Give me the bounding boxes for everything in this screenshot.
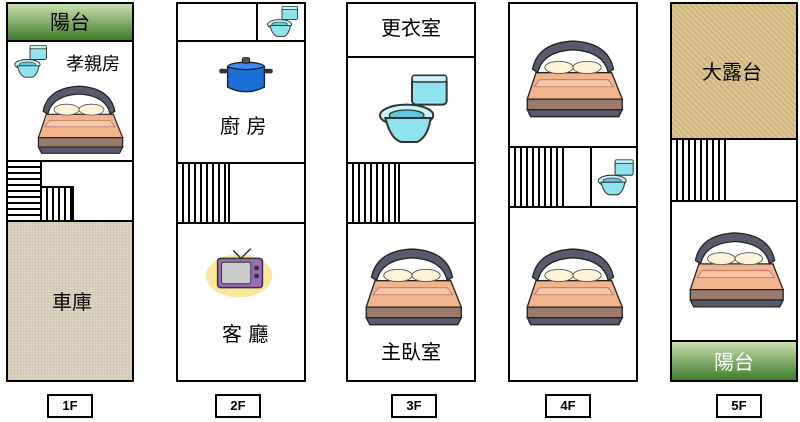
bathroom-3f [346,56,476,164]
stair-hall-1f [6,160,134,222]
cooking-pot-icon [218,54,274,100]
stairs-icon [40,186,74,222]
toilet-icon [372,70,452,150]
elder-room: 孝親房 [6,40,134,162]
stairs-icon [346,162,400,224]
bedroom-4f-rear [508,206,638,382]
master-bedroom-label: 主臥室 [381,340,441,364]
stair-hall-2f [176,162,306,224]
wall-divider [590,146,592,208]
kitchen-label: 廚 房 [220,114,267,138]
balcony-5f: 陽台 [670,340,798,382]
stair-hall-3f [346,162,476,224]
elder-room-label: 孝親房 [66,54,120,75]
bed-icon [358,242,466,330]
bed-icon [518,242,628,330]
bedroom-4f-front [508,2,638,148]
toilet-icon [262,4,302,40]
stairs-icon [176,162,230,224]
bed-icon [26,80,132,158]
living-room-label: 客 廳 [222,322,269,346]
kitchen: 廚 房 [176,40,306,164]
toilet-icon [10,43,50,81]
balcony-1f: 陽台 [6,2,134,42]
floor-tag-4f: 4F [545,394,591,418]
dressing-room-label: 更衣室 [381,16,441,40]
floor-tag-3f: 3F [391,394,437,418]
balcony-label-5f: 陽台 [714,350,754,374]
garage-label: 車庫 [52,290,92,314]
washroom-2f [176,2,306,42]
stair-hall-5f [670,138,798,202]
wall-divider [256,2,258,42]
toilet-icon [594,156,636,200]
master-bedroom: 主臥室 [346,222,476,382]
floor-tag-5f: 5F [716,394,762,418]
balcony-label-1f: 陽台 [50,10,90,34]
stairs-icon [508,146,564,208]
garage: 車庫 [6,220,134,382]
bed-icon [680,226,790,312]
floor-tag-1f: 1F [47,394,93,418]
stairs-icon [670,138,726,202]
stairs-icon [6,160,42,222]
bedroom-5f [670,200,798,342]
floor-tag-2f: 2F [215,394,261,418]
big-terrace: 大露台 [670,2,798,140]
dressing-room: 更衣室 [346,2,476,58]
stair-hall-4f [508,146,638,208]
television-icon [202,242,280,302]
bed-icon [518,34,628,122]
big-terrace-label: 大露台 [702,60,762,84]
living-room: 客 廳 [176,222,306,382]
